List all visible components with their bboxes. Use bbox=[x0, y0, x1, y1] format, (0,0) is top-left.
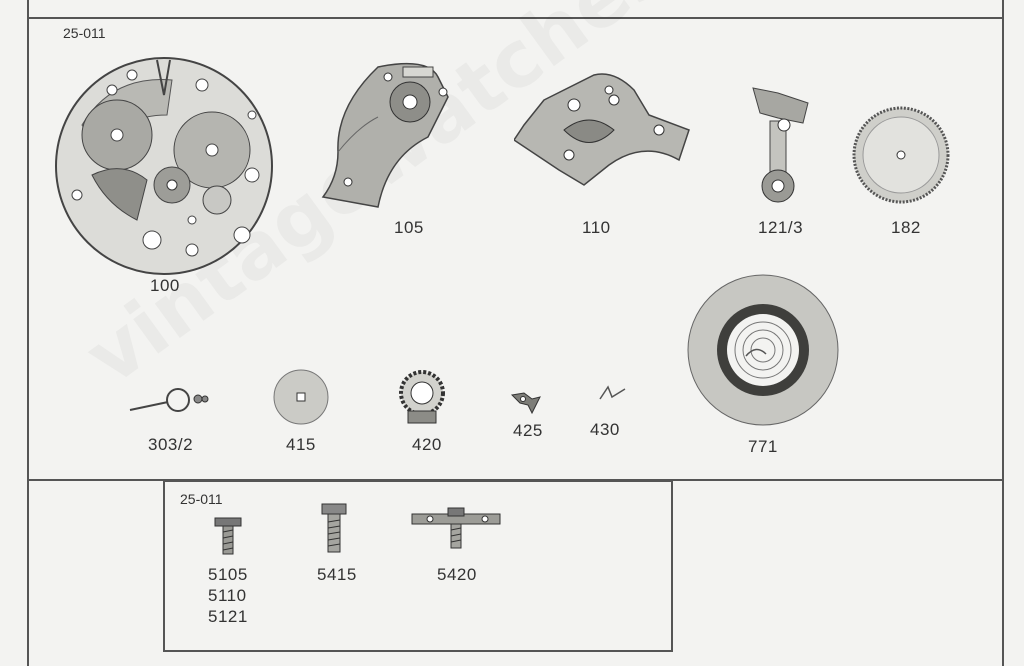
part-105-label: 105 bbox=[394, 218, 424, 237]
screws-panel bbox=[163, 480, 673, 652]
screw-5420-image[interactable] bbox=[410, 506, 502, 550]
screw-5110-label: 5110 bbox=[208, 586, 247, 605]
part-121-3-label: 121/3 bbox=[758, 218, 804, 237]
part-303-2-spring-image[interactable] bbox=[128, 384, 212, 416]
part-415-label: 415 bbox=[286, 435, 316, 454]
screw-5121-label: 5121 bbox=[208, 607, 248, 626]
part-420-label: 420 bbox=[412, 435, 442, 454]
part-771-label: 771 bbox=[748, 437, 778, 456]
caliber-code-main: 25-011 bbox=[63, 25, 106, 41]
screw-5415-label: 5415 bbox=[317, 565, 357, 584]
part-110-bridge-image[interactable] bbox=[514, 70, 692, 188]
part-430-spring-image[interactable] bbox=[598, 383, 628, 401]
part-303-2-label: 303/2 bbox=[148, 435, 194, 454]
screw-5420-label: 5420 bbox=[437, 565, 477, 584]
part-420-crown-wheel-image[interactable] bbox=[398, 369, 446, 427]
part-182-label: 182 bbox=[891, 218, 921, 237]
part-771-hairspring-image[interactable] bbox=[686, 274, 840, 426]
part-100-label: 100 bbox=[150, 276, 180, 295]
part-182-wheel-image[interactable] bbox=[852, 106, 950, 204]
top-divider bbox=[27, 17, 1004, 19]
part-121-3-lever-image[interactable] bbox=[748, 83, 818, 205]
part-415-disc-image[interactable] bbox=[273, 369, 329, 425]
part-430-label: 430 bbox=[590, 420, 620, 439]
part-425-label: 425 bbox=[513, 421, 543, 440]
part-425-part-image[interactable] bbox=[510, 389, 544, 415]
screw-5105-label: 5105 bbox=[208, 565, 248, 584]
catalog-frame bbox=[27, 0, 1004, 666]
part-105-bridge-image[interactable] bbox=[318, 57, 468, 209]
caliber-code-screws: 25-011 bbox=[180, 491, 223, 507]
part-110-label: 110 bbox=[582, 218, 611, 237]
part-100-main-plate-image[interactable] bbox=[52, 55, 276, 277]
screw-5105-image[interactable] bbox=[211, 516, 245, 556]
screw-5415-image[interactable] bbox=[318, 502, 350, 554]
